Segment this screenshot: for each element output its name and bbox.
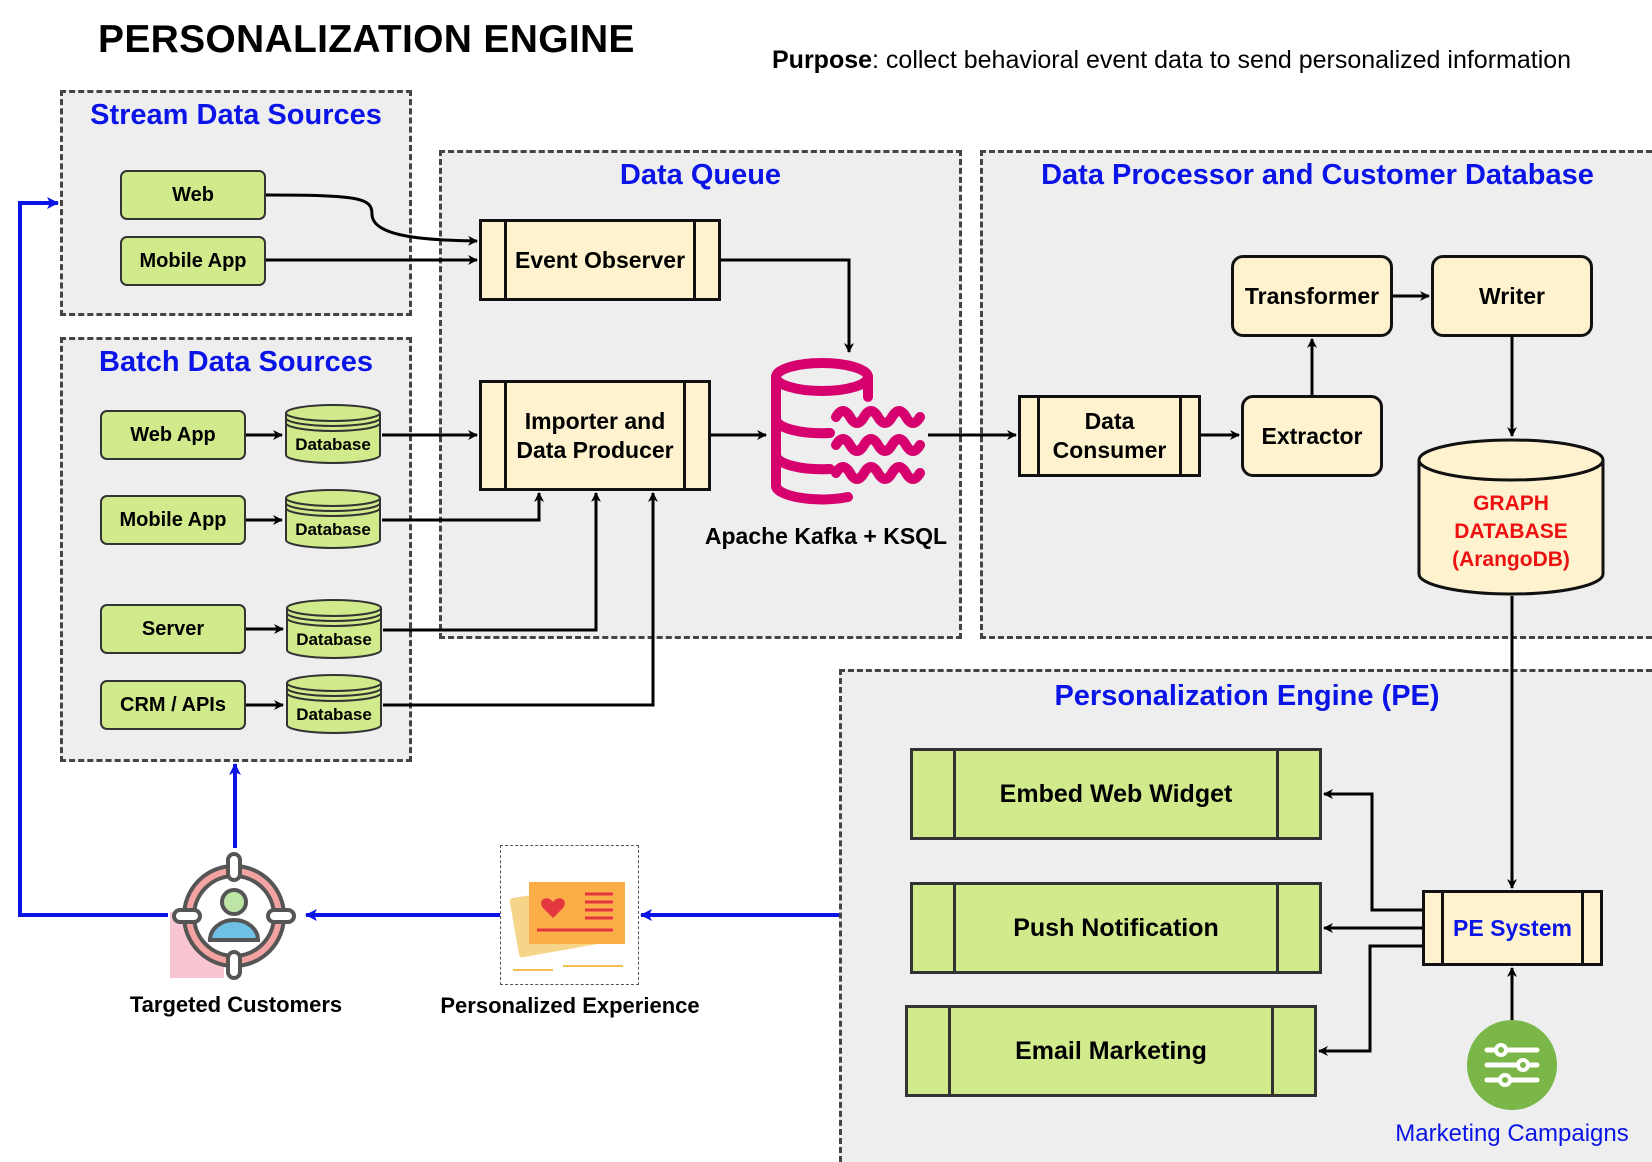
importer-label: Importer and Data Producer xyxy=(516,407,674,463)
database-4-label: Database xyxy=(296,705,372,724)
stream-mobile-app-label: Mobile App xyxy=(139,249,247,272)
graph-db-line-1: GRAPH xyxy=(1473,492,1549,515)
data-queue-title: Data Queue xyxy=(619,159,782,191)
graph-db-line-2: DATABASE xyxy=(1454,520,1568,543)
database-3-label: Database xyxy=(296,630,372,649)
database-4-icon: Database xyxy=(285,673,383,735)
batch-web-app-label: Web App xyxy=(130,423,216,446)
kafka-database-icon xyxy=(768,355,928,515)
writer-box: Writer xyxy=(1431,255,1593,337)
purpose-label: Purpose xyxy=(772,46,873,74)
personalized-experience-icon xyxy=(500,845,639,985)
database-1-label: Database xyxy=(295,435,371,454)
data-consumer-label: Data Consumer xyxy=(1052,408,1167,463)
writer-label: Writer xyxy=(1478,282,1546,309)
batch-server-box: Server xyxy=(100,604,246,654)
database-3-icon: Database xyxy=(285,598,383,660)
purpose-text: Purpose: collect behavioral event data t… xyxy=(772,46,1571,75)
database-1-icon: Database xyxy=(284,403,382,465)
batch-mobile-app-label: Mobile App xyxy=(119,508,227,531)
purpose-description: : collect behavioral event data to send … xyxy=(872,46,1572,74)
embed-web-widget-box: Embed Web Widget xyxy=(910,748,1322,840)
batch-server-label: Server xyxy=(141,617,205,640)
targeted-customers-icon xyxy=(168,852,304,982)
processor-title: Data Processor and Customer Database xyxy=(1041,159,1594,191)
stream-mobile-app-box: Mobile App xyxy=(120,236,266,286)
push-notification-box: Push Notification xyxy=(910,882,1322,974)
event-observer-label: Event Observer xyxy=(514,246,686,273)
stream-web-label: Web xyxy=(172,183,214,206)
database-2-icon: Database xyxy=(284,488,382,550)
kafka-label: Apache Kafka + KSQL xyxy=(704,523,948,549)
extractor-box: Extractor xyxy=(1241,395,1383,477)
marketing-campaigns-label: Marketing Campaigns xyxy=(1395,1120,1629,1147)
pe-system-box: PE System xyxy=(1422,890,1603,966)
targeted-customers-label: Targeted Customers xyxy=(129,992,343,1017)
batch-sources-title: Batch Data Sources xyxy=(99,346,373,378)
email-marketing-box: Email Marketing xyxy=(905,1005,1317,1097)
event-observer-box: Event Observer xyxy=(479,219,721,301)
stream-web-box: Web xyxy=(120,170,266,220)
pe-title: Personalization Engine (PE) xyxy=(1054,680,1440,712)
batch-crm-box: CRM / APIs xyxy=(100,680,246,730)
importer-box: Importer and Data Producer xyxy=(479,380,711,491)
email-marketing-label: Email Marketing xyxy=(1015,1036,1207,1065)
data-consumer-box: Data Consumer xyxy=(1018,395,1201,477)
stream-sources-group: Stream Data Sources xyxy=(60,90,412,316)
database-2-label: Database xyxy=(295,520,371,539)
batch-crm-label: CRM / APIs xyxy=(120,693,226,716)
batch-web-app-box: Web App xyxy=(100,410,246,460)
page-title: PERSONALIZATION ENGINE xyxy=(98,18,635,61)
extractor-label: Extractor xyxy=(1261,422,1363,449)
marketing-campaigns-icon xyxy=(1467,1020,1557,1110)
push-notification-label: Push Notification xyxy=(1013,913,1219,942)
personalized-experience-label: Personalized Experience xyxy=(440,993,700,1018)
transformer-box: Transformer xyxy=(1231,255,1393,337)
graph-database-icon: GRAPH DATABASE (ArangoDB) xyxy=(1417,438,1605,596)
pe-system-label: PE System xyxy=(1453,914,1572,941)
transformer-label: Transformer xyxy=(1244,282,1380,309)
embed-web-widget-label: Embed Web Widget xyxy=(999,779,1233,808)
graph-db-line-3: (ArangoDB) xyxy=(1452,548,1570,571)
stream-sources-title: Stream Data Sources xyxy=(90,99,382,131)
batch-mobile-app-box: Mobile App xyxy=(100,495,246,545)
